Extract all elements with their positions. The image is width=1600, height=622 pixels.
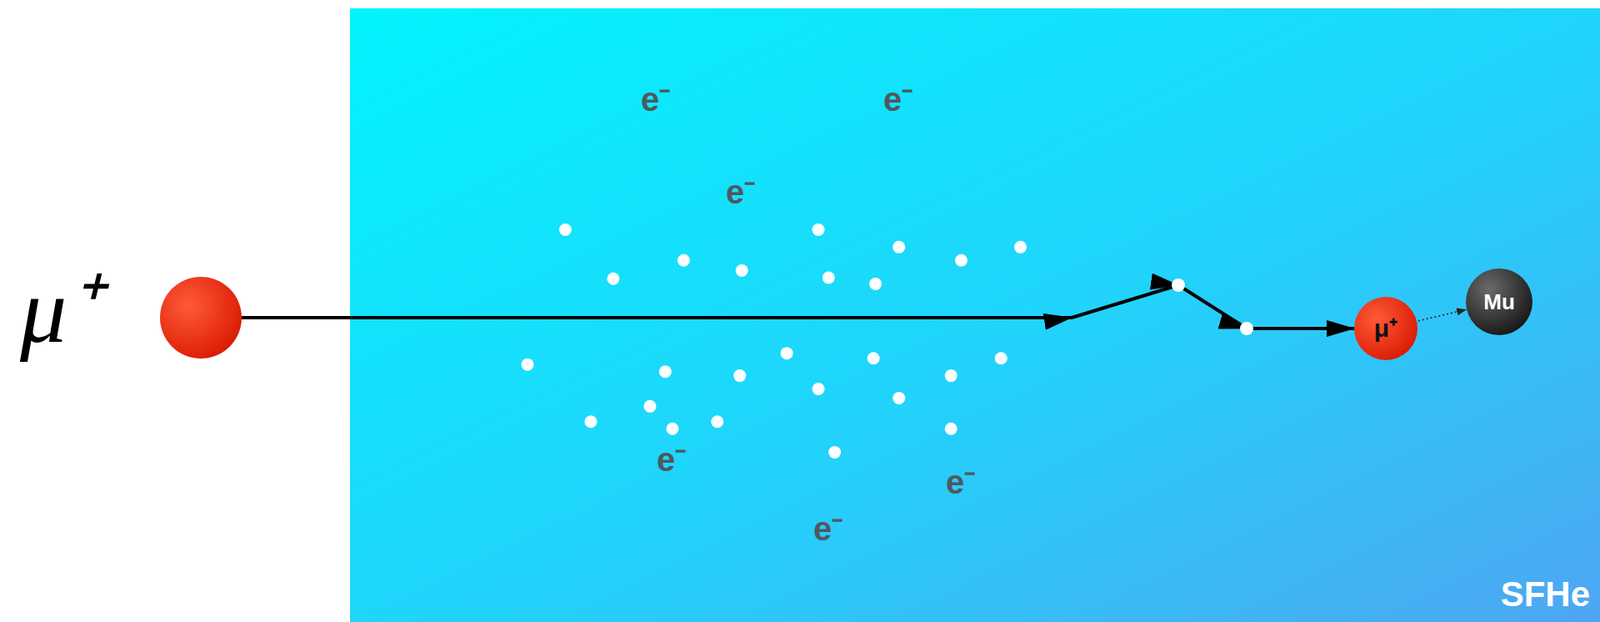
ionization-dot — [733, 369, 746, 382]
ionization-dot — [665, 422, 679, 435]
muon-track — [241, 285, 1355, 329]
ionization-dot — [822, 271, 835, 285]
ionization-dot — [780, 346, 794, 360]
ionization-dot — [945, 369, 958, 382]
electron-label: e⁻ — [640, 82, 671, 116]
ionization-dot — [521, 358, 535, 371]
helium-region: μ⁺ MuSFHe — [350, 8, 1600, 622]
electron-label: e⁻ — [656, 442, 687, 476]
ionization-dot — [867, 351, 880, 365]
muonium-ball: Mu — [1465, 268, 1533, 335]
capture-arrow — [1418, 309, 1466, 320]
ionization-dot — [1014, 240, 1027, 254]
electron-label: e⁻ — [883, 82, 914, 116]
ionization-dot — [869, 277, 882, 290]
ionization-dot — [892, 240, 905, 254]
ball — [1354, 296, 1418, 360]
ionization-dot — [659, 365, 672, 378]
medium-label: SFHe — [1500, 576, 1590, 612]
particle-label: Mu — [1483, 290, 1515, 313]
ionization-dot — [828, 445, 841, 459]
particle-label: μ⁺ — [20, 263, 99, 357]
electron-label: e⁻ — [945, 465, 976, 499]
electron-label: e⁻ — [725, 175, 756, 209]
ionization-dot — [955, 254, 968, 267]
ionization-dot — [644, 400, 657, 413]
ionization-dots — [521, 223, 1027, 459]
superfluid-helium — [350, 8, 1600, 622]
ionization-dot — [710, 415, 724, 428]
ionization-dot — [677, 254, 690, 267]
electron-label: e⁻ — [813, 511, 844, 545]
ionization-dot — [812, 382, 825, 395]
scatter-dot — [1171, 278, 1185, 292]
ionization-dot — [892, 391, 905, 405]
incoming-muon: μ⁺ — [16, 266, 242, 369]
ball — [160, 276, 242, 359]
ionization-dot — [559, 223, 572, 236]
ionization-dot — [735, 264, 749, 277]
ionization-dot — [606, 272, 620, 285]
muon-ball: μ⁺ — [1354, 296, 1418, 360]
ionization-dot — [584, 415, 597, 428]
ball — [1465, 268, 1533, 335]
particle-label: μ⁺ — [1374, 315, 1398, 341]
ionization-dot — [995, 351, 1008, 365]
scatter-dot — [1240, 321, 1254, 335]
ionization-dot — [812, 223, 825, 236]
ionization-dot — [945, 422, 958, 435]
